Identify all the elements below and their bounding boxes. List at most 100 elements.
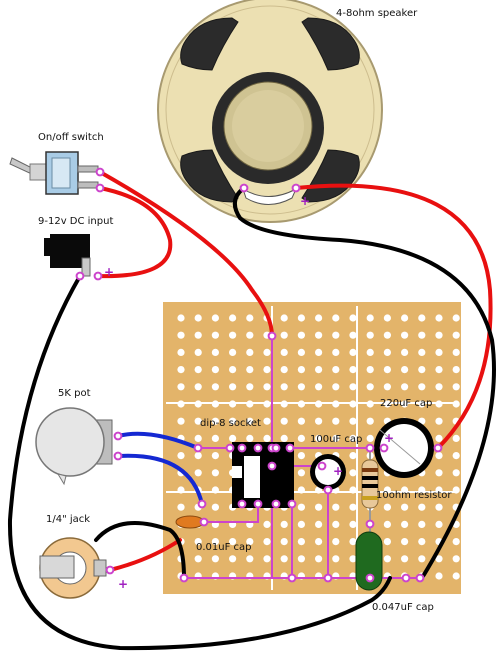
board-hole: [452, 469, 460, 477]
board-hole: [229, 348, 237, 356]
jack-sleeve: [39, 555, 75, 579]
board-hole: [332, 314, 340, 322]
board-hole: [211, 383, 219, 391]
wire-red-switch-to-board: [98, 170, 274, 338]
connection-pin: [239, 183, 249, 193]
board-hole: [177, 383, 185, 391]
cap-220uf: [374, 418, 434, 478]
board-hole: [211, 417, 219, 425]
board-hole: [297, 538, 305, 546]
label-dc-input: 9-12v DC input: [38, 216, 113, 227]
board-hole: [194, 366, 202, 374]
board-hole: [229, 383, 237, 391]
board-hole: [246, 331, 254, 339]
board-hole: [280, 520, 288, 529]
board-hole: [280, 314, 288, 322]
board-hole: [246, 434, 254, 442]
board-hole: [177, 348, 185, 356]
speaker-plus-mark: +: [300, 194, 310, 208]
board-hole: [349, 538, 357, 546]
board-hole: [263, 366, 271, 374]
connection-pin: [365, 519, 375, 529]
board-hole: [211, 331, 219, 339]
wire-red-switch-to-dc: [96, 186, 173, 279]
dc-input-jack: [44, 234, 91, 277]
board-hole: [332, 417, 340, 425]
board-hole: [366, 434, 374, 442]
board-hole: [194, 452, 202, 460]
board-hole: [194, 538, 202, 546]
board-hole: [332, 503, 340, 511]
wires: [7, 170, 496, 651]
cap100-plus-mark: +: [333, 464, 343, 478]
board-hole: [349, 503, 357, 511]
dip-socket-body: [232, 442, 294, 508]
board-hole: [315, 520, 323, 529]
wire-black-jack-to-ground: [94, 520, 186, 580]
dip8-socket: [232, 442, 294, 508]
board-hole: [297, 434, 305, 442]
label-cap100: 100uF cap: [310, 434, 362, 445]
board-hole: [332, 383, 340, 391]
board-hole: [383, 383, 391, 391]
board-hole: [280, 434, 288, 442]
label-speaker: 4-8ohm speaker: [336, 8, 418, 19]
connection-pin: [323, 485, 333, 495]
board-hole: [452, 452, 460, 460]
wire-blue-pot-bottom: [116, 453, 204, 506]
board-hole: [452, 538, 460, 546]
board-hole: [177, 366, 185, 374]
board-hole: [211, 314, 219, 322]
board-hole: [435, 366, 443, 374]
board-hole: [332, 520, 340, 529]
board-hole: [383, 348, 391, 356]
board-hole: [401, 383, 409, 391]
board-hole: [280, 331, 288, 339]
board-hole: [366, 366, 374, 374]
board-hole: [383, 538, 391, 546]
board-hole: [194, 555, 202, 563]
cap-0047uf: [355, 528, 383, 591]
board-hole: [229, 417, 237, 425]
board-hole: [349, 555, 357, 563]
dc-jack-pin: [81, 257, 91, 277]
board-hole: [401, 520, 409, 529]
board-hole: [315, 331, 323, 339]
board-hole: [401, 314, 409, 322]
speaker-dustcap: [232, 90, 304, 162]
quarter-inch-jack: [39, 537, 107, 599]
board-hole: [280, 383, 288, 391]
board-hole: [383, 520, 391, 529]
component-labels: 4-8ohm speaker On/off switch 9-12v DC in…: [38, 8, 452, 613]
board-hole: [315, 417, 323, 425]
board-hole: [315, 348, 323, 356]
board-hole: [263, 520, 271, 529]
pot-5k: [35, 407, 113, 486]
board-hole: [452, 366, 460, 374]
connection-pin: [193, 443, 203, 453]
connection-pin: [253, 499, 263, 509]
board-hole: [383, 331, 391, 339]
board-hole: [297, 417, 305, 425]
board-hole: [315, 503, 323, 511]
board-hole: [246, 348, 254, 356]
board-hole: [280, 417, 288, 425]
board-hole: [297, 469, 305, 477]
jumper-socket-to-001uf: [204, 504, 259, 523]
speaker-terminal-strip: [242, 187, 298, 205]
board-hole: [297, 503, 305, 511]
connection-pin: [267, 331, 277, 341]
board-hole: [229, 366, 237, 374]
board-hole: [211, 366, 219, 374]
resistor-band-4: [362, 496, 378, 500]
board-hole: [401, 331, 409, 339]
connection-pin: [95, 167, 105, 177]
connection-pin: [179, 573, 189, 583]
board-hole: [177, 314, 185, 322]
label-cap220: 220uF cap: [380, 398, 432, 409]
board-hole: [177, 452, 185, 460]
connection-pin: [433, 443, 443, 453]
wire-red-jack-to-board: [108, 538, 182, 572]
board-hole: [315, 366, 323, 374]
